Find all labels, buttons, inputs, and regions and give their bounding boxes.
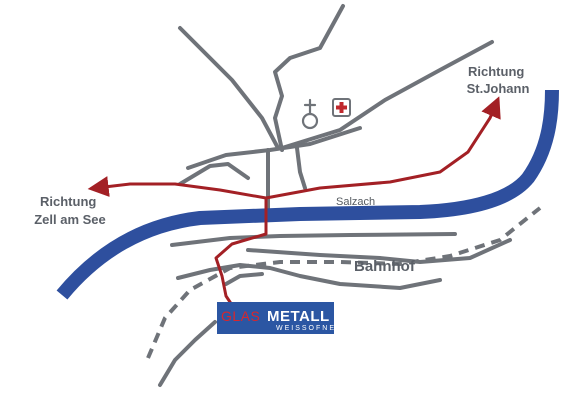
railway-line [146,206,542,359]
company-logo: GLAS METALL WEISSOFNER [217,302,343,334]
route-south [214,196,268,307]
hospital-icon [332,98,351,117]
road-town-center [186,126,362,170]
logo-metall-text: METALL [267,308,330,325]
route-to-company [87,96,501,307]
road-south-west-a [176,263,442,290]
route-west [87,176,268,200]
logo-subtitle-text: WEISSOFNER [276,325,343,332]
logo-glas-text: GLAS [221,308,260,324]
river-label: Salzach [336,196,375,208]
direction-east-label: Richtung St.Johann [467,64,530,96]
road-north [273,4,345,152]
railway [146,206,542,359]
road-center-east [295,146,307,190]
road-south-west-b [158,320,217,387]
road-north-west [178,26,280,150]
route-east [264,96,501,200]
road-east-upper [280,40,494,150]
road-network [158,4,512,387]
river-salzach [56,89,559,300]
direction-west-label: Richtung Zell am See [34,194,106,227]
road-south-main [170,232,457,247]
road-south-east [246,238,512,264]
road-west-loop [178,162,250,186]
church-icon [301,98,319,130]
road-south-west-c [224,272,264,286]
station-label: Bahnhof [354,258,416,275]
